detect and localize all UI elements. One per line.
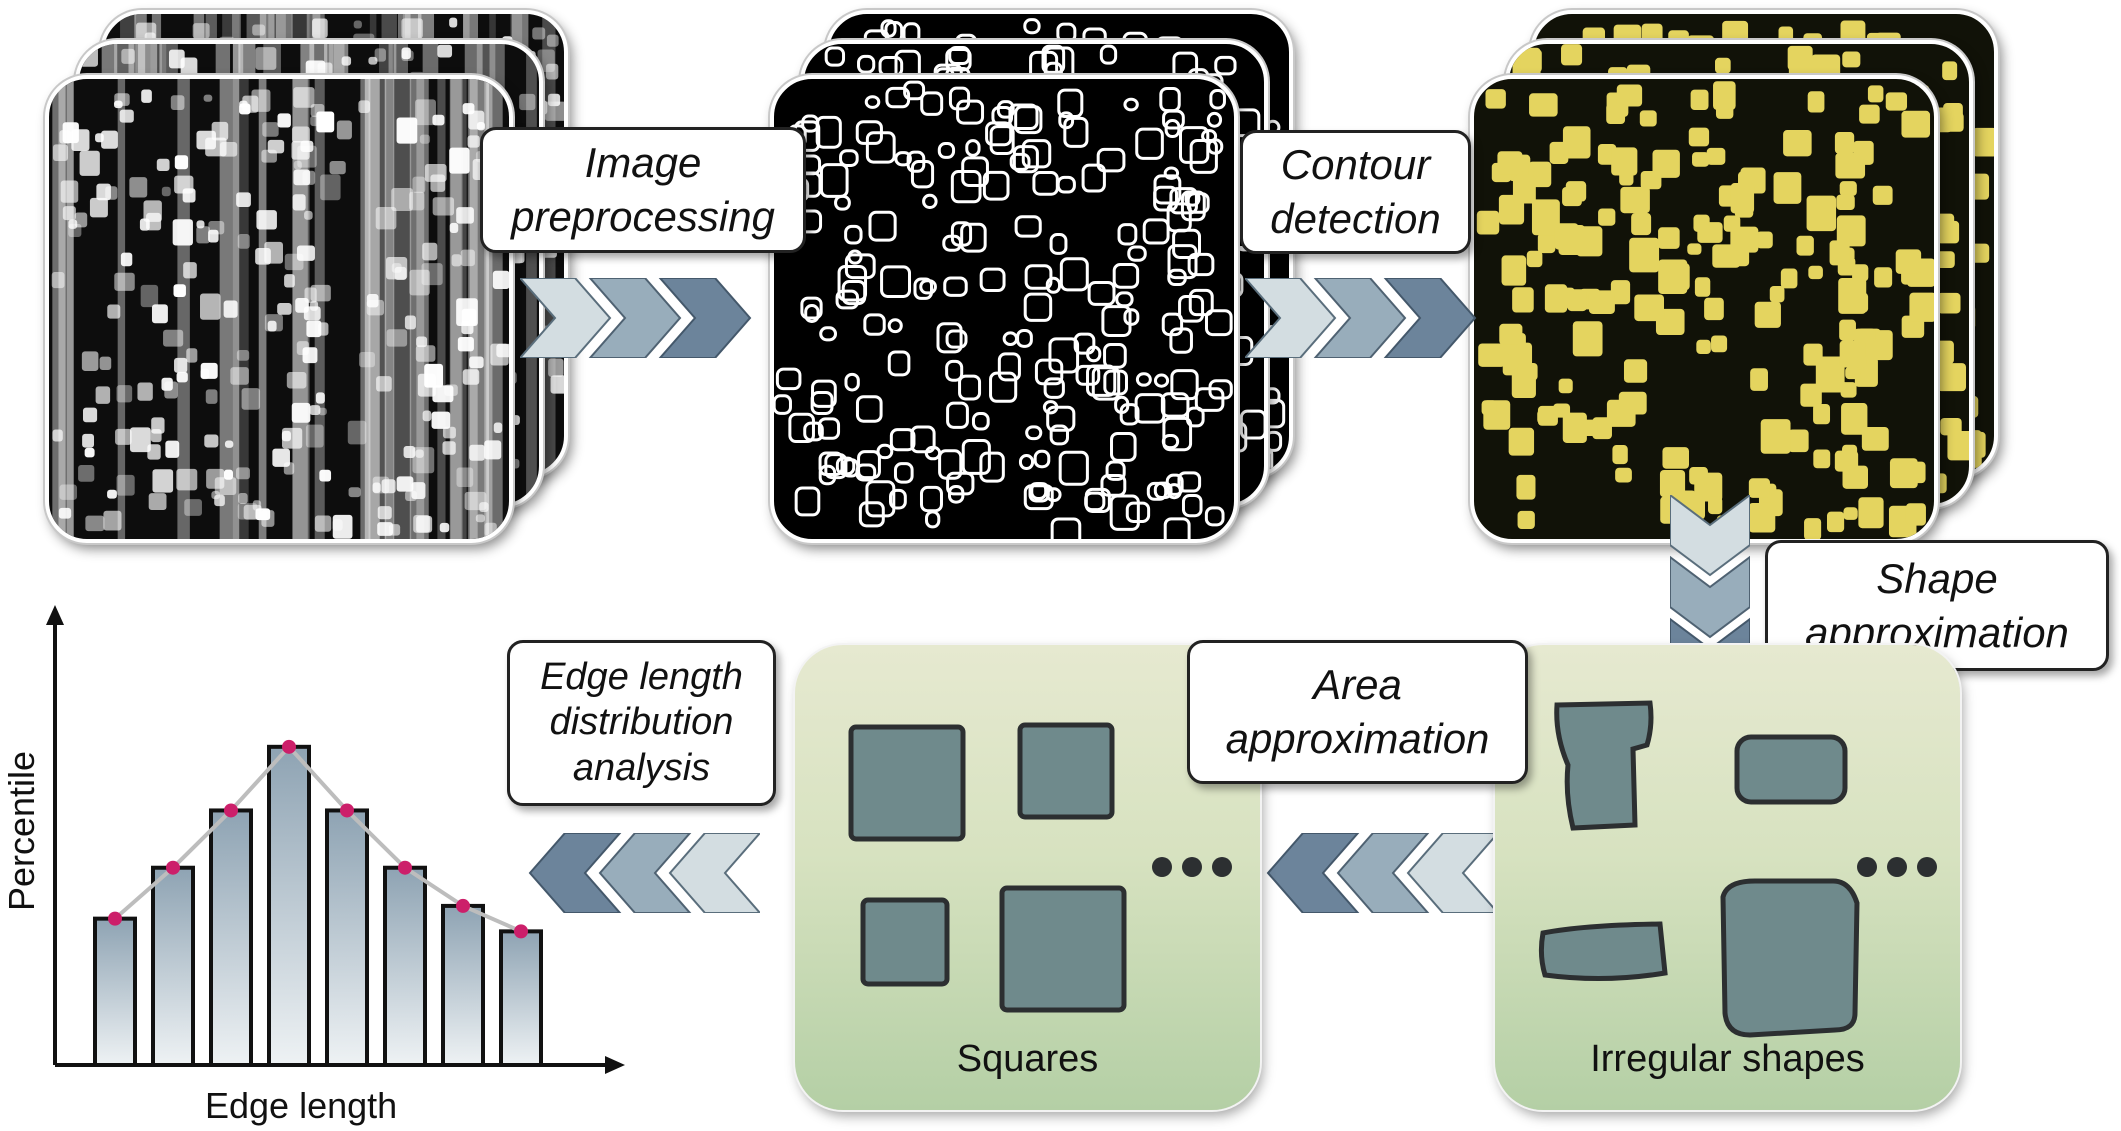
label-line: Area bbox=[1313, 661, 1402, 709]
curve-marker bbox=[456, 898, 470, 913]
label-line: Shape bbox=[1876, 554, 1998, 602]
ellipsis-dot bbox=[1182, 857, 1202, 877]
edge-length-analysis-label: Edge length distribution analysis bbox=[507, 640, 776, 806]
curve-marker bbox=[166, 860, 180, 875]
histogram-bar bbox=[383, 865, 427, 1067]
filled-image-front bbox=[1470, 75, 1938, 543]
filled-pattern bbox=[1476, 81, 1934, 539]
x-axis-arrowhead bbox=[605, 1056, 625, 1074]
label-line: approximation bbox=[1225, 715, 1490, 762]
histogram-bar bbox=[267, 744, 311, 1067]
ellipsis-dot bbox=[1887, 857, 1907, 877]
contour-image-front bbox=[770, 75, 1238, 543]
histogram-bar bbox=[151, 865, 195, 1067]
histogram-bar bbox=[499, 929, 543, 1068]
ellipsis-dot bbox=[1212, 857, 1232, 877]
squares-panel: Squares bbox=[795, 645, 1260, 1110]
irregular-shapes-panel: Irregular shapes bbox=[1495, 645, 1960, 1110]
raw-image-pattern bbox=[51, 79, 509, 539]
histogram-bar bbox=[325, 808, 369, 1067]
curve-marker bbox=[398, 860, 412, 875]
squares-caption: Squares bbox=[956, 1038, 1099, 1080]
area-approximation-label: Area approximation bbox=[1187, 640, 1528, 784]
histogram-bar bbox=[209, 808, 253, 1067]
curve-marker bbox=[224, 803, 238, 818]
raw-image-front bbox=[45, 75, 513, 543]
ellipsis-dot bbox=[1152, 857, 1172, 877]
irregular-shapes-illustration bbox=[1538, 700, 1937, 1038]
curve-marker bbox=[282, 739, 296, 754]
ellipsis-dot bbox=[1857, 857, 1877, 877]
chevron-right-arrow-2 bbox=[1245, 278, 1477, 358]
label-line: Image bbox=[584, 139, 702, 187]
label-line: Contour bbox=[1280, 141, 1431, 189]
y-axis-arrowhead bbox=[46, 605, 64, 625]
y-axis-label: Percentile bbox=[1, 750, 43, 912]
label-line: Edge length bbox=[540, 655, 743, 698]
curve-marker bbox=[340, 803, 354, 818]
contour-pattern bbox=[774, 80, 1233, 539]
label-line: detection bbox=[1270, 195, 1441, 242]
curve-marker bbox=[514, 924, 528, 939]
edge-length-histogram bbox=[46, 605, 625, 1074]
x-axis-label: Edge length bbox=[205, 1085, 398, 1126]
histogram-bar bbox=[93, 916, 137, 1067]
label-line: distribution bbox=[549, 701, 734, 744]
ellipsis-dot bbox=[1917, 857, 1937, 877]
curve-marker bbox=[108, 911, 122, 926]
image-preprocessing-label: Image preprocessing bbox=[480, 127, 806, 253]
irregular-shapes-caption: Irregular shapes bbox=[1590, 1038, 1865, 1080]
distribution-curve bbox=[113, 743, 522, 934]
label-line: preprocessing bbox=[511, 193, 775, 240]
chevron-right-arrow-1 bbox=[520, 278, 752, 358]
contour-detection-label: Contour detection bbox=[1240, 130, 1471, 254]
squares-illustration bbox=[848, 722, 1232, 1013]
histogram-bar bbox=[441, 903, 485, 1067]
chevron-left-arrow-1 bbox=[1266, 833, 1498, 913]
label-line: analysis bbox=[572, 746, 711, 789]
chevron-left-arrow-2 bbox=[528, 833, 760, 913]
